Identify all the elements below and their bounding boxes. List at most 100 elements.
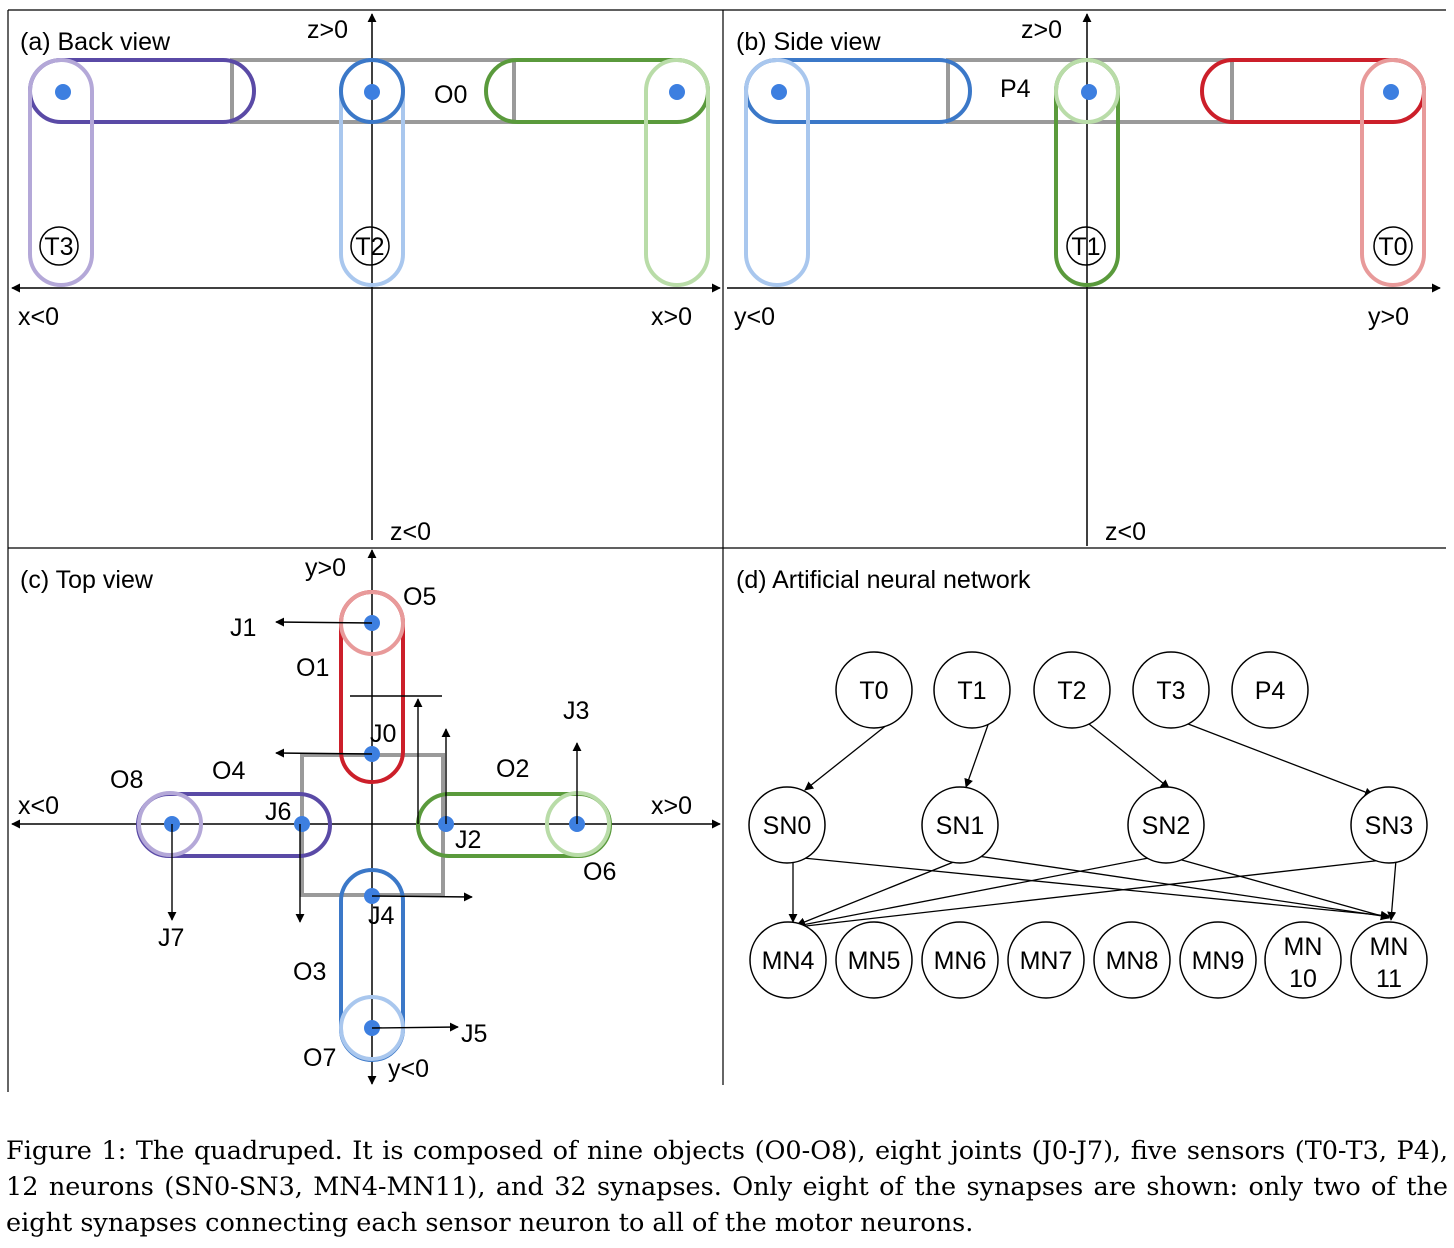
side-view-y-neg-label: y<0 <box>734 303 775 331</box>
label-j7: J7 <box>158 924 184 952</box>
label-j1: J1 <box>230 614 256 642</box>
top-view-x-pos-label: x>0 <box>651 792 692 820</box>
j5-axis-arrow <box>371 1022 459 1032</box>
side-view-middle-upper-leg <box>1054 58 1120 124</box>
back-view-middle-upper-leg <box>339 58 405 124</box>
label-o5: O5 <box>403 583 436 611</box>
node-label: T3 <box>1156 677 1185 705</box>
label-o7: O7 <box>303 1044 336 1072</box>
synapse-sn3-mn11 <box>1387 859 1397 921</box>
node-circle <box>835 651 913 729</box>
side-view-p4-label: P4 <box>1000 75 1031 103</box>
synapse-sn1-mn11 <box>970 854 1390 921</box>
side-view-panel: (b) Side view z>0 z<0 y<0 y>0 P4 T1 T0 <box>727 13 1441 546</box>
node-circle <box>749 921 827 999</box>
top-view-title: (c) Top view <box>20 566 154 594</box>
panel-grid <box>7 9 1446 1092</box>
synapse-sn1-mn4 <box>796 854 972 927</box>
side-view-z-neg-label: z<0 <box>1105 518 1146 546</box>
motor-neuron-mn7: MN7 <box>1007 921 1085 999</box>
sensor-neuron-sn3: SN3 <box>1350 786 1428 864</box>
node-label: P4 <box>1255 677 1286 705</box>
side-view-joint-dot <box>1081 84 1097 100</box>
side-view-t0-label: T0 <box>1378 233 1407 261</box>
node-label: MN4 <box>762 947 815 975</box>
sensor-neuron-sn0: SN0 <box>748 786 826 864</box>
synapse-sn2-mn4 <box>796 854 1165 929</box>
sensor-node-p4: P4 <box>1231 651 1309 729</box>
label-o4: O4 <box>212 757 245 785</box>
top-view-x-neg-label: x<0 <box>18 792 59 820</box>
back-view-o0-label: O0 <box>434 81 467 109</box>
synapse-t0-sn0 <box>804 723 889 791</box>
back-view-right-lower-leg <box>644 58 710 287</box>
label-o8: O8 <box>110 766 143 794</box>
node-circle <box>748 786 826 864</box>
sensor-node-t3: T3 <box>1132 651 1210 729</box>
node-circle <box>1033 651 1111 729</box>
back-view-joint-dot <box>669 84 685 100</box>
node-circle <box>921 921 999 999</box>
side-view-back-lower-leg <box>744 58 810 287</box>
motor-neuron-mn9: MN9 <box>1179 921 1257 999</box>
motor-neuron-mn10: MN 10 <box>1264 921 1342 999</box>
motor-neuron-mn8: MN8 <box>1093 921 1171 999</box>
side-view-y-pos-label: y>0 <box>1368 303 1409 331</box>
synapse-t3-sn3 <box>1182 721 1374 797</box>
label-o6: O6 <box>583 858 616 886</box>
synapse-sn2-mn11 <box>1163 854 1390 921</box>
side-view-joint-dot <box>771 84 787 100</box>
node-circle <box>1127 786 1205 864</box>
node-label: T0 <box>859 677 888 705</box>
node-circle <box>1350 921 1428 999</box>
side-view-t0-sensor <box>1373 226 1413 266</box>
top-view-y-neg-label: y<0 <box>388 1055 429 1083</box>
back-view-t2-sensor <box>350 226 390 266</box>
top-view-joint-dot-j6 <box>294 816 310 832</box>
node-label: SN0 <box>763 812 812 840</box>
back-view-joint-dot <box>364 84 380 100</box>
side-view-front-lower-leg <box>1360 58 1426 287</box>
node-circle <box>1093 921 1171 999</box>
node-label-line2: 10 <box>1289 965 1317 993</box>
node-label: MN6 <box>934 947 987 975</box>
j1-axis-arrow <box>275 617 373 627</box>
side-view-t1-sensor <box>1066 226 1106 266</box>
node-label: T2 <box>1057 677 1086 705</box>
figure-diagram: (a) Back view z>0 z<0 x<0 x>0 O0 T3 T2 (… <box>7 9 1446 1092</box>
sensor-neuron-sn2: SN2 <box>1127 786 1205 864</box>
node-label: MN8 <box>1106 947 1159 975</box>
top-view-left-lower-leg-o8 <box>137 791 203 857</box>
node-circle <box>921 786 999 864</box>
sensor-neuron-sn1: SN1 <box>921 786 999 864</box>
figure-caption: Figure 1: The quadruped. It is composed … <box>6 1136 1448 1238</box>
label-j3: J3 <box>563 697 589 725</box>
node-label: SN1 <box>936 812 985 840</box>
top-view-joint-axes <box>167 617 582 1032</box>
side-view-title: (b) Side view <box>736 28 881 56</box>
node-circle <box>1007 921 1085 999</box>
network-title: (d) Artificial neural network <box>736 566 1031 594</box>
motor-neuron-mn4: MN4 <box>749 921 827 999</box>
label-j5: J5 <box>461 1020 487 1048</box>
back-view-x-neg-label: x<0 <box>18 303 59 331</box>
sensor-node-t0: T0 <box>835 651 913 729</box>
node-circle <box>1231 651 1309 729</box>
node-circle <box>1350 786 1428 864</box>
node-label: SN2 <box>1142 812 1191 840</box>
sensor-node-t1: T1 <box>933 651 1011 729</box>
node-label-line1: MN <box>1370 933 1409 961</box>
back-view-t2-label: T2 <box>355 233 384 261</box>
side-view-t1-label: T1 <box>1071 233 1100 261</box>
side-view-z-pos-label: z>0 <box>1021 16 1062 44</box>
node-circle <box>835 921 913 999</box>
node-label: T1 <box>957 677 986 705</box>
j4-axis-arrow <box>371 892 473 902</box>
back-view-t3-sensor <box>39 226 79 266</box>
motor-neuron-mn6: MN6 <box>921 921 999 999</box>
motor-neuron-mn5: MN5 <box>835 921 913 999</box>
motor-neuron-mn11: MN 11 <box>1350 921 1428 999</box>
side-view-joint-dot <box>1383 84 1399 100</box>
back-view-t3-label: T3 <box>44 233 73 261</box>
synapses <box>788 721 1397 931</box>
